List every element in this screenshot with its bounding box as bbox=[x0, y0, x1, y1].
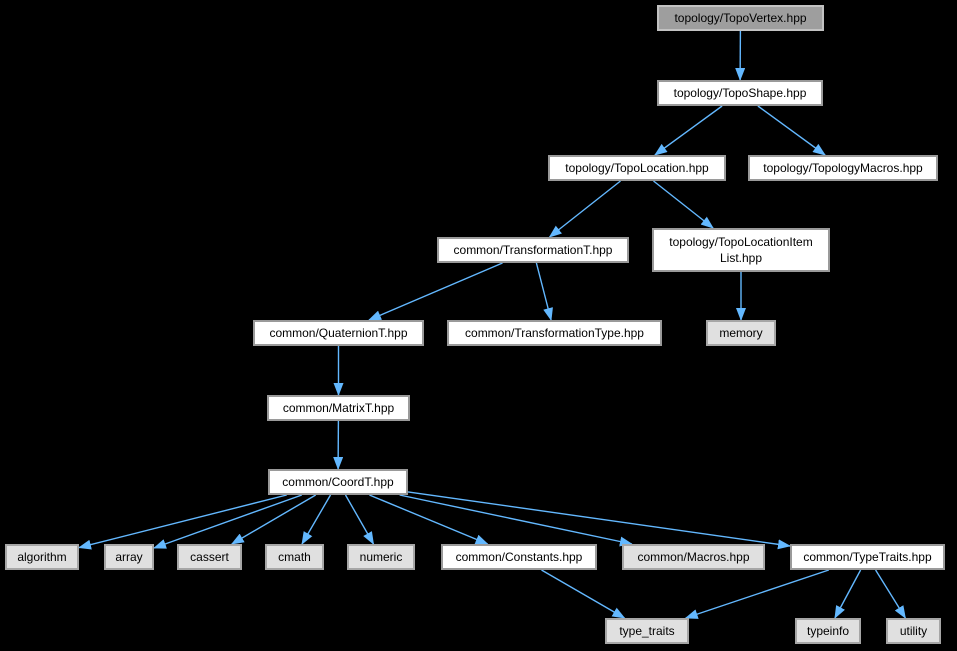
edge-topology-toposhape-hpp-to-topology-topolocation-hpp bbox=[654, 105, 723, 156]
node-topology-topolocationitemlist-hpp[interactable]: topology/TopoLocationItem List.hpp bbox=[652, 228, 830, 272]
edge-topology-topolocation-hpp-to-topology-topolocationitemlist-hpp bbox=[653, 180, 714, 229]
edge-common-coordt-hpp-to-common-constants-hpp bbox=[369, 494, 489, 545]
node-common-constants-hpp[interactable]: common/Constants.hpp bbox=[441, 544, 597, 570]
node-memory: memory bbox=[706, 320, 776, 346]
edge-common-transformationt-hpp-to-common-quaterniont-hpp bbox=[368, 262, 503, 321]
node-common-transformationt-hpp[interactable]: common/TransformationT.hpp bbox=[437, 237, 629, 263]
node-utility: utility bbox=[886, 618, 941, 644]
node-array: array bbox=[104, 544, 154, 570]
node-common-typetraits-hpp[interactable]: common/TypeTraits.hpp bbox=[790, 544, 945, 570]
edge-topology-topolocation-hpp-to-common-transformationt-hpp bbox=[548, 180, 621, 238]
edge-common-typetraits-hpp-to-utility bbox=[875, 569, 906, 619]
node-topology-toposhape-hpp[interactable]: topology/TopoShape.hpp bbox=[657, 80, 823, 106]
node-common-quaterniont-hpp[interactable]: common/QuaternionT.hpp bbox=[253, 320, 424, 346]
node-topology-topovertex-hpp: topology/TopoVertex.hpp bbox=[657, 5, 824, 31]
edge-common-typetraits-hpp-to-type_traits bbox=[684, 569, 830, 619]
node-common-macros-hpp: common/Macros.hpp bbox=[622, 544, 765, 570]
node-topology-topolocation-hpp[interactable]: topology/TopoLocation.hpp bbox=[548, 155, 726, 181]
node-topology-topologymacros-hpp[interactable]: topology/TopologyMacros.hpp bbox=[748, 155, 938, 181]
edge-common-coordt-hpp-to-cmath bbox=[301, 494, 332, 545]
edge-common-transformationt-hpp-to-common-transformationtype-hpp bbox=[535, 262, 553, 321]
node-cassert: cassert bbox=[177, 544, 242, 570]
edge-common-coordt-hpp-to-common-typetraits-hpp bbox=[407, 491, 791, 550]
edge-common-coordt-hpp-to-array bbox=[153, 494, 303, 549]
edge-common-constants-hpp-to-type_traits bbox=[541, 569, 626, 619]
node-common-matrixt-hpp[interactable]: common/MatrixT.hpp bbox=[267, 395, 410, 421]
node-algorithm: algorithm bbox=[5, 544, 79, 570]
node-cmath: cmath bbox=[265, 544, 324, 570]
edge-common-coordt-hpp-to-cassert bbox=[230, 494, 317, 545]
node-common-coordt-hpp[interactable]: common/CoordT.hpp bbox=[268, 469, 408, 495]
edge-topology-toposhape-hpp-to-topology-topologymacros-hpp bbox=[757, 105, 826, 156]
edge-common-typetraits-hpp-to-typeinfo bbox=[834, 569, 862, 619]
edge-common-coordt-hpp-to-numeric bbox=[344, 494, 375, 545]
edge-common-coordt-hpp-to-common-macros-hpp bbox=[399, 494, 633, 547]
node-typeinfo: typeinfo bbox=[795, 618, 861, 644]
edge-common-coordt-hpp-to-algorithm bbox=[78, 494, 287, 550]
node-numeric: numeric bbox=[347, 544, 415, 570]
node-type_traits: type_traits bbox=[605, 618, 689, 644]
node-common-transformationtype-hpp[interactable]: common/TransformationType.hpp bbox=[447, 320, 662, 346]
